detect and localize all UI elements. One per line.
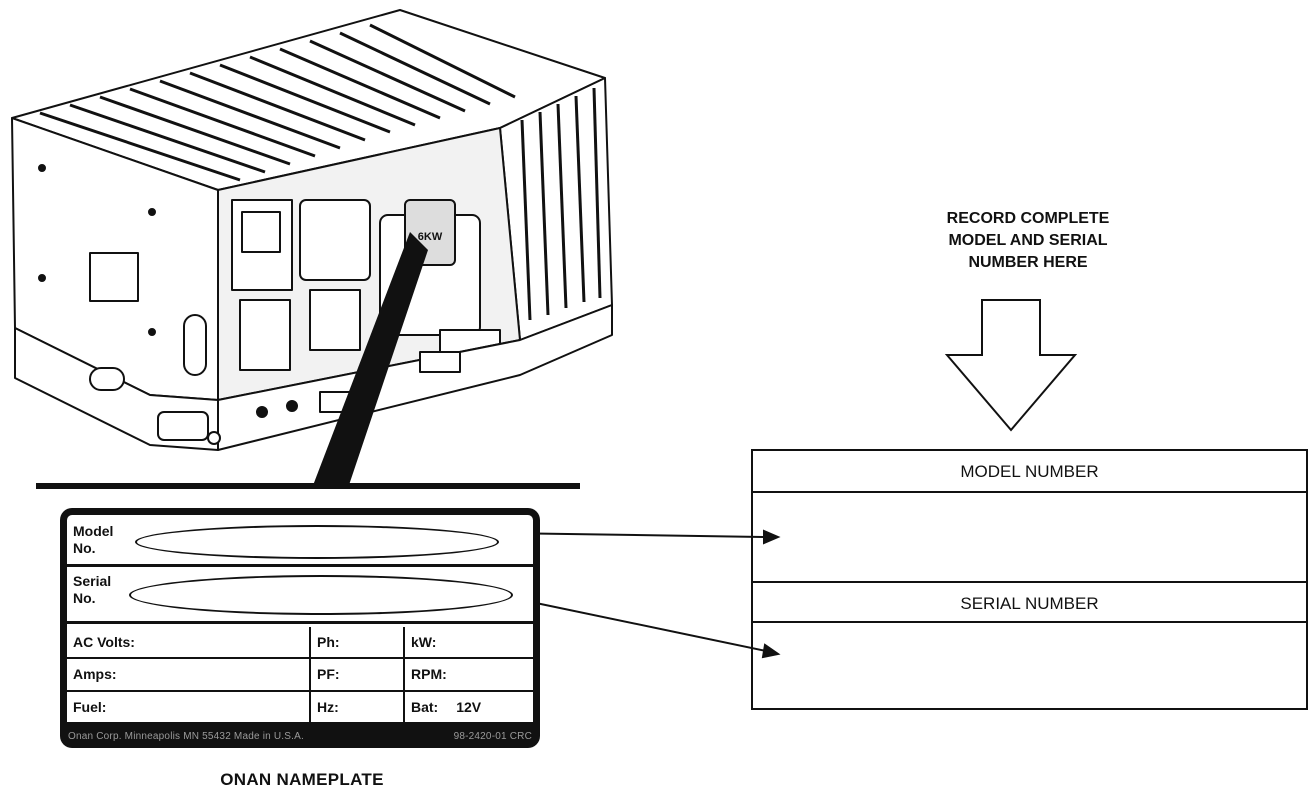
model-no-label-line2: No. bbox=[73, 540, 96, 556]
nameplate-face: Model No. Serial No. AC Volts: Ph: kW: Amps… bbox=[67, 515, 533, 725]
spec-row: Fuel: Hz: Bat: 12V bbox=[67, 689, 533, 725]
fuel-fitting bbox=[157, 411, 209, 441]
nameplate-caption: ONAN NAMEPLATE bbox=[220, 770, 384, 789]
spec-cell: AC Volts: bbox=[67, 627, 311, 660]
serial-number-field[interactable] bbox=[753, 623, 1306, 708]
model-number-field[interactable] bbox=[753, 493, 1306, 581]
side-cover-fins bbox=[520, 87, 602, 321]
model-no-label: Model No. bbox=[73, 523, 113, 557]
record-instruction-line2: MODEL AND SERIAL bbox=[948, 232, 1108, 249]
spec-label: RPM: bbox=[411, 666, 447, 683]
record-instruction-line1: RECORD COMPLETE bbox=[946, 210, 1110, 227]
engine-badge-text: 6KW bbox=[418, 231, 443, 243]
spec-label: Ph: bbox=[317, 634, 340, 651]
record-form: MODEL NUMBER SERIAL NUMBER bbox=[751, 449, 1308, 710]
nameplate-callout-wedge bbox=[312, 232, 428, 488]
base-handle-right bbox=[183, 314, 207, 376]
serial-number-header: SERIAL NUMBER bbox=[753, 581, 1306, 623]
onan-nameplate: Model No. Serial No. AC Volts: Ph: kW: Amps… bbox=[60, 508, 540, 748]
base-front bbox=[217, 304, 613, 451]
nameplate-footer-manufacturer: Onan Corp. Minneapolis MN 55432 Made in … bbox=[68, 731, 304, 742]
spec-label: Amps: bbox=[73, 666, 117, 683]
serial-no-label-line1: Serial bbox=[73, 573, 112, 589]
model-no-highlight-oval bbox=[135, 525, 499, 559]
battery-voltage-value: 12V bbox=[456, 698, 482, 715]
spec-cell: Hz: bbox=[309, 689, 405, 725]
generator-top-louvers bbox=[39, 23, 516, 182]
nameplate-footer: Onan Corp. Minneapolis MN 55432 Made in … bbox=[68, 731, 532, 742]
nameplate-spec-table: AC Volts: Ph: kW: Amps: PF: RPM: Fuel: Hz: Bat: 1… bbox=[67, 627, 533, 725]
spec-label: Hz: bbox=[317, 698, 339, 715]
nameplate-footer-part-number: 98-2420-01 CRC bbox=[453, 731, 532, 742]
carburetor bbox=[309, 289, 361, 351]
spec-label: PF: bbox=[317, 666, 340, 683]
model-no-label-line1: Model bbox=[73, 523, 114, 539]
nameplate-serial-row: Serial No. bbox=[67, 567, 533, 624]
serial-arrow bbox=[511, 597, 767, 652]
spec-row: AC Volts: Ph: kW: bbox=[67, 627, 533, 660]
spec-cell: kW: bbox=[403, 627, 533, 660]
spec-cell: RPM: bbox=[403, 657, 533, 692]
spec-cell: PF: bbox=[309, 657, 405, 692]
record-instruction: RECORD COMPLETE MODEL AND SERIAL NUMBER … bbox=[878, 208, 1178, 274]
generator-illustration: 6KW bbox=[11, 9, 613, 451]
spec-label: Bat: bbox=[411, 698, 439, 715]
end-panel-label-plate bbox=[89, 252, 139, 302]
serial-no-label: Serial No. bbox=[73, 573, 111, 607]
serial-no-highlight-oval bbox=[129, 575, 513, 615]
transfer-arrows bbox=[499, 529, 781, 659]
serial-no-label-line2: No. bbox=[73, 590, 96, 606]
spec-cell: Fuel: bbox=[67, 689, 311, 725]
record-instruction-line3: NUMBER HERE bbox=[968, 254, 1088, 271]
spec-label: AC Volts: bbox=[73, 634, 135, 651]
spec-label: Fuel: bbox=[73, 698, 107, 715]
model-arrow bbox=[499, 532, 767, 538]
spec-cell: Amps: bbox=[67, 657, 311, 692]
base-handle-left bbox=[89, 367, 125, 391]
air-cleaner bbox=[299, 199, 371, 281]
model-number-header: MODEL NUMBER bbox=[753, 451, 1306, 493]
spec-cell: Bat: 12V bbox=[403, 689, 533, 725]
spec-row: Amps: PF: RPM: bbox=[67, 657, 533, 692]
spec-cell: Ph: bbox=[309, 627, 405, 660]
nameplate-model-row: Model No. bbox=[67, 515, 533, 567]
spec-label: kW: bbox=[411, 634, 437, 651]
record-down-arrow bbox=[944, 299, 1078, 432]
